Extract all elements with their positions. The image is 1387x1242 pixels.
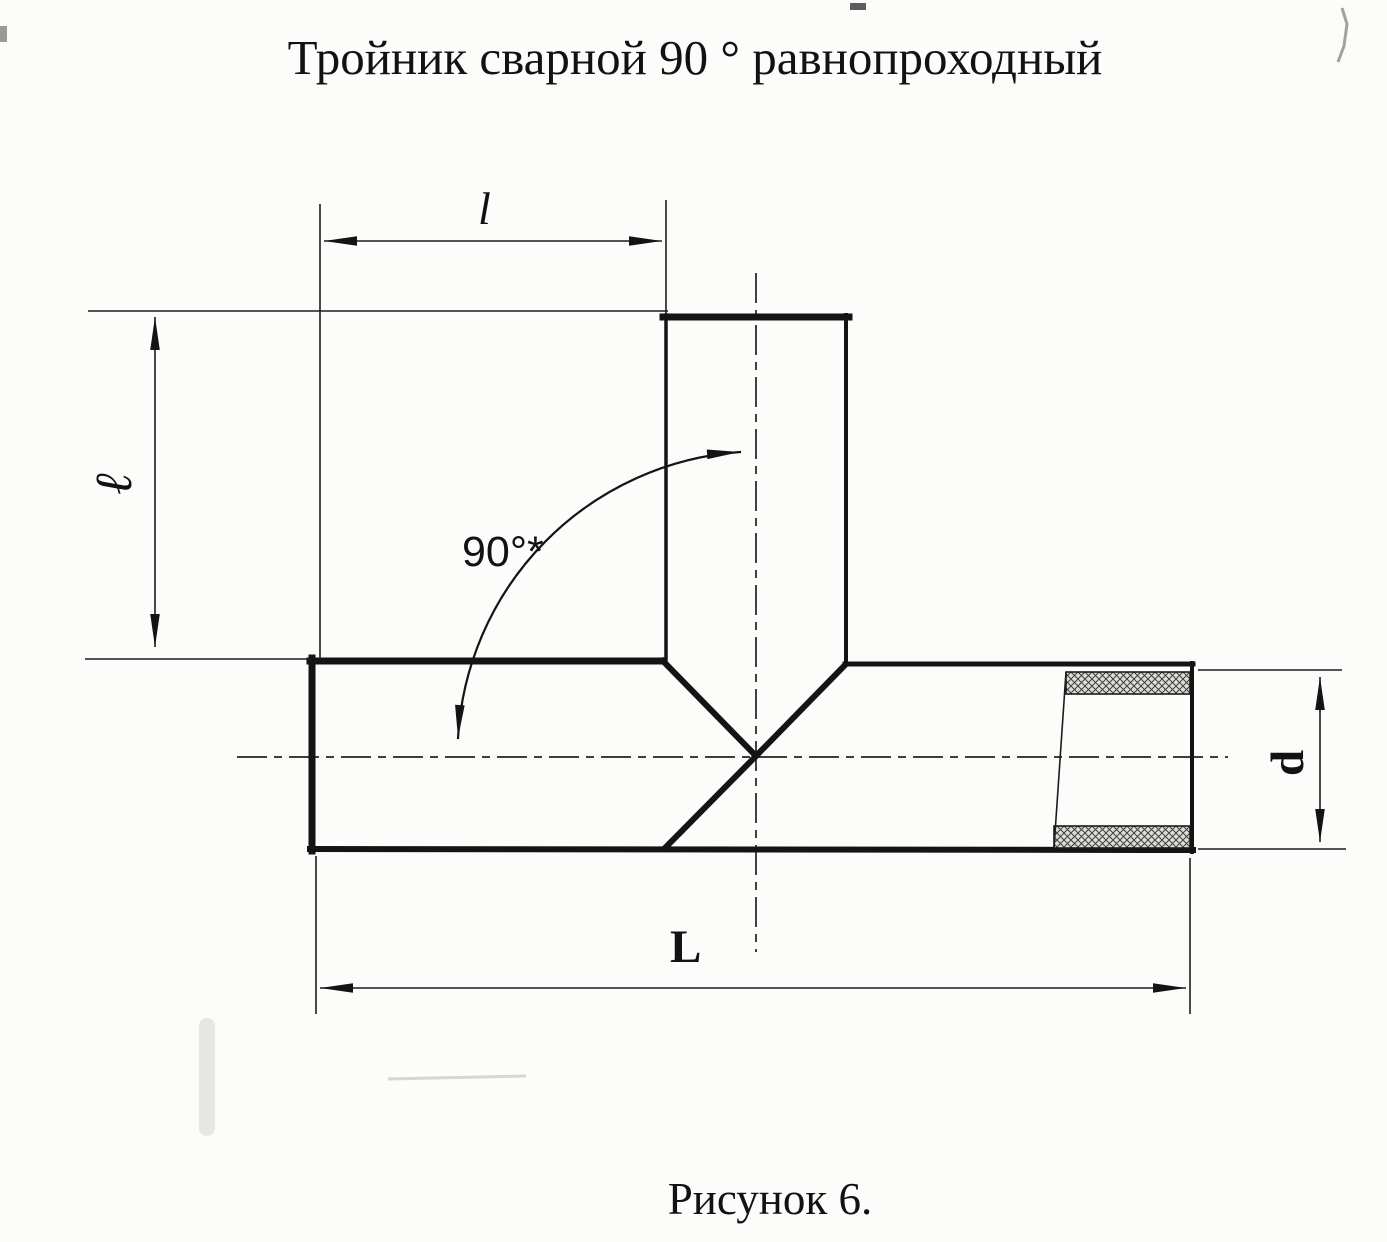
wall-hatch-bottom <box>1053 825 1191 849</box>
dimension-L-bottom: L <box>315 856 1191 1014</box>
scan-smudge <box>199 1018 215 1136</box>
angle-annotation: 90°* <box>455 449 742 740</box>
dimension-l-top: l <box>319 183 667 659</box>
dim-label-height: ℓ <box>86 473 143 495</box>
dim-label-d: d <box>1262 750 1314 776</box>
wall-break-line <box>1053 671 1067 849</box>
weld-joint-lines <box>658 656 851 853</box>
dim-label-L: L <box>670 921 701 973</box>
scan-mark <box>1336 7 1349 63</box>
pipe-wall-section <box>1053 671 1191 849</box>
pipe-bottom-edge <box>306 845 1197 854</box>
scan-speck <box>850 3 866 10</box>
angle-arc <box>455 449 742 740</box>
weld-line-right <box>751 659 851 761</box>
figure-title: Тройник сварной 90 ° равнопроходный <box>288 30 1103 85</box>
dimension-d-right: d <box>1198 669 1346 850</box>
scan-artifacts <box>0 3 1349 1136</box>
dimension-l-left: ℓ <box>85 310 668 660</box>
weld-line-left <box>658 656 761 761</box>
angle-label: 90°* <box>462 528 544 576</box>
scan-line <box>387 1074 527 1081</box>
scan-speck <box>0 26 7 42</box>
dim-label-l: l <box>478 183 491 234</box>
wall-hatch-top <box>1065 671 1191 695</box>
figure-caption: Рисунок 6. <box>668 1174 872 1224</box>
weld-line-lower <box>660 751 761 853</box>
centerlines <box>237 273 1228 952</box>
